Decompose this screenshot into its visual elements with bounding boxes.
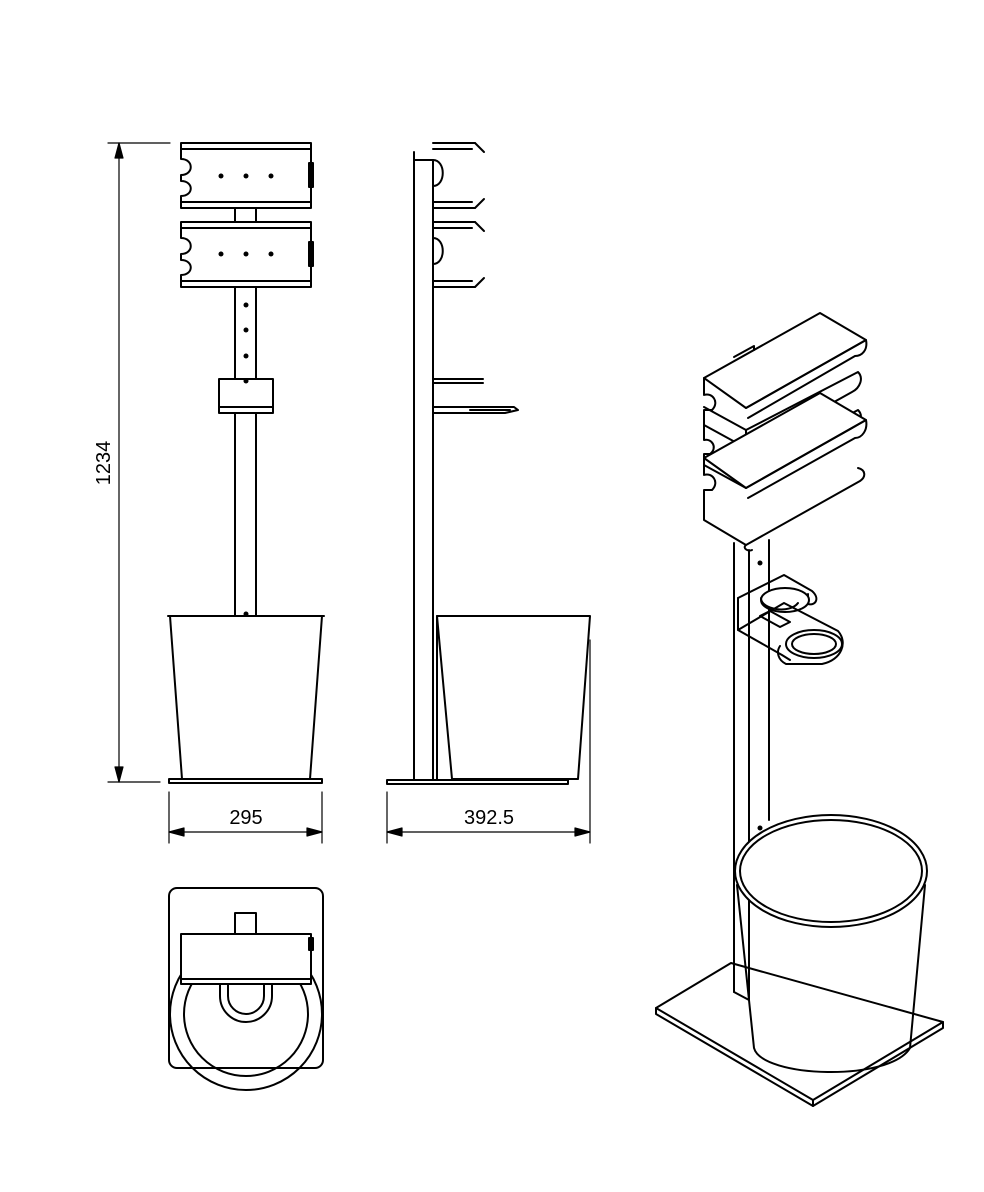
iso-dryer-holder bbox=[737, 574, 844, 665]
iso-post-holes bbox=[757, 560, 763, 831]
front-post bbox=[234, 286, 257, 616]
top-base-plate bbox=[168, 887, 324, 1069]
side-depth-label: 392.5 bbox=[464, 807, 514, 829]
front-dryer-holder bbox=[218, 378, 274, 414]
front-upper-shelf bbox=[180, 142, 314, 209]
side-lower-shelf bbox=[432, 221, 485, 288]
front-lower-shelf-holes bbox=[218, 251, 274, 257]
front-upper-shelf-holes bbox=[218, 173, 274, 179]
height-label: 1234 bbox=[93, 441, 115, 486]
front-lower-shelf bbox=[180, 221, 314, 288]
front-post-holes bbox=[243, 302, 249, 617]
side-base-plate bbox=[386, 779, 569, 785]
front-width-label: 295 bbox=[229, 807, 262, 829]
side-depth-dimension bbox=[386, 639, 591, 844]
iso-bin bbox=[734, 814, 928, 1073]
top-view bbox=[168, 887, 324, 1091]
isometric-view bbox=[655, 312, 944, 1107]
iso-base-plate bbox=[655, 962, 944, 1101]
front-view bbox=[167, 142, 325, 784]
side-bin bbox=[436, 615, 591, 780]
side-view bbox=[386, 142, 591, 785]
top-shelf bbox=[180, 933, 312, 985]
side-upper-shelf bbox=[432, 142, 485, 209]
side-dryer-holder bbox=[432, 378, 519, 414]
iso-post bbox=[733, 539, 770, 1001]
top-dryer-ring bbox=[219, 983, 273, 1023]
iso-shelf-top bbox=[703, 312, 868, 449]
height-dimension bbox=[107, 142, 171, 783]
front-base-plate bbox=[168, 778, 323, 784]
front-bin bbox=[169, 615, 323, 780]
iso-shelf-bottom bbox=[703, 392, 868, 552]
front-width-dimension bbox=[168, 791, 323, 844]
side-post bbox=[413, 159, 434, 781]
